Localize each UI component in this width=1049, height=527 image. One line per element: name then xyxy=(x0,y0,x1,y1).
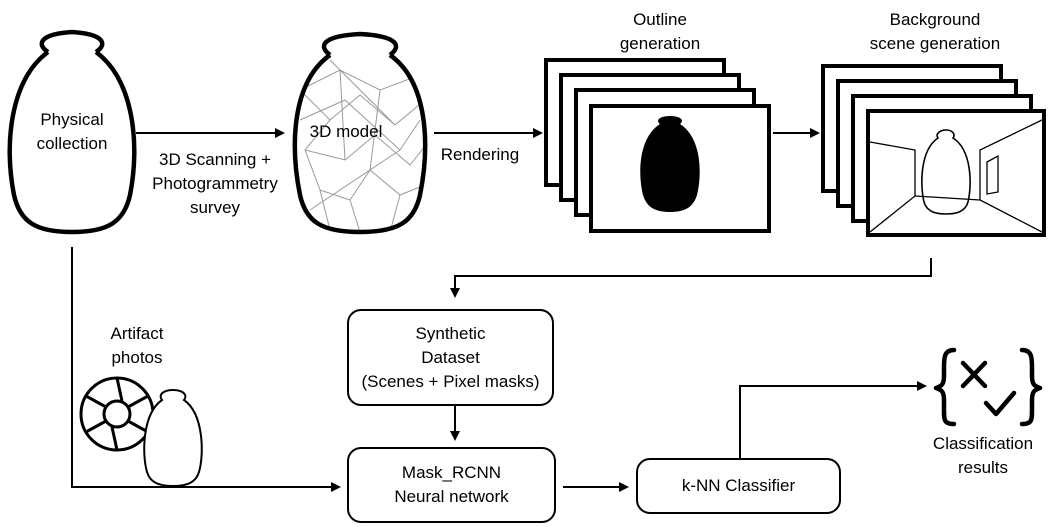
scan-edge-label: 3D Scanning + Photogrammetry survey xyxy=(140,148,290,220)
background-scene-line-2: scene generation xyxy=(869,34,1001,53)
artifact-photos-line-2: photos xyxy=(111,348,163,367)
classification-results-label: Classification results xyxy=(918,432,1048,480)
background-frame-stack xyxy=(821,64,1046,237)
synthetic-dataset-line-1: Synthetic xyxy=(415,323,486,343)
synthetic-dataset-line-3: (Scenes + Pixel masks) xyxy=(361,371,540,391)
arrow-background-to-dataset xyxy=(450,258,932,298)
background-scene-label: Background scene generation xyxy=(850,8,1020,56)
knn-classifier-label: k-NN Classifier xyxy=(681,476,796,495)
classification-results-line-2: results xyxy=(957,458,1009,477)
physical-collection-vase-icon xyxy=(7,29,137,235)
camera-aperture-icon xyxy=(79,376,155,452)
physical-collection-label: Physical collection xyxy=(22,108,122,156)
arrow-knn-to-results xyxy=(739,381,927,458)
artifact-photos-label: Artifact photos xyxy=(92,322,182,370)
vase-silhouette-icon xyxy=(640,116,700,212)
3d-model-vase-icon xyxy=(292,31,428,235)
synthetic-dataset-line-2: Dataset xyxy=(421,347,480,367)
photo-vase-icon xyxy=(143,388,203,488)
scan-label-line-1: 3D Scanning + xyxy=(159,150,271,169)
scan-label-line-2: Photogrammetry xyxy=(152,174,278,193)
arrow-collection-to-maskrcnn xyxy=(71,247,341,492)
mask-rcnn-line-2: Neural network xyxy=(394,487,509,506)
classification-results-line-1: Classification xyxy=(932,434,1034,453)
synthetic-dataset-box: Synthetic Dataset (Scenes + Pixel masks) xyxy=(347,309,554,406)
connectors xyxy=(71,128,932,492)
outline-generation-line-2: generation xyxy=(619,34,701,53)
physical-collection-line-1: Physical xyxy=(40,110,104,129)
room-scene-icon xyxy=(869,119,1043,233)
knn-classifier-box: k-NN Classifier xyxy=(636,458,841,514)
mask-rcnn-box: Mask_RCNN Neural network xyxy=(347,447,556,523)
rendering-edge-label: Rendering xyxy=(440,145,520,164)
mask-rcnn-line-1: Mask_RCNN xyxy=(401,463,502,482)
braces-check-cross-icon xyxy=(933,347,1043,427)
background-scene-line-1: Background xyxy=(889,10,981,29)
3d-model-label: 3D model xyxy=(309,122,383,141)
scan-label-line-3: survey xyxy=(189,198,241,217)
physical-collection-line-2: collection xyxy=(36,134,108,153)
outline-generation-label: Outline generation xyxy=(605,8,715,56)
artifact-photos-line-1: Artifact xyxy=(110,324,164,343)
outline-generation-line-1: Outline xyxy=(633,10,687,29)
